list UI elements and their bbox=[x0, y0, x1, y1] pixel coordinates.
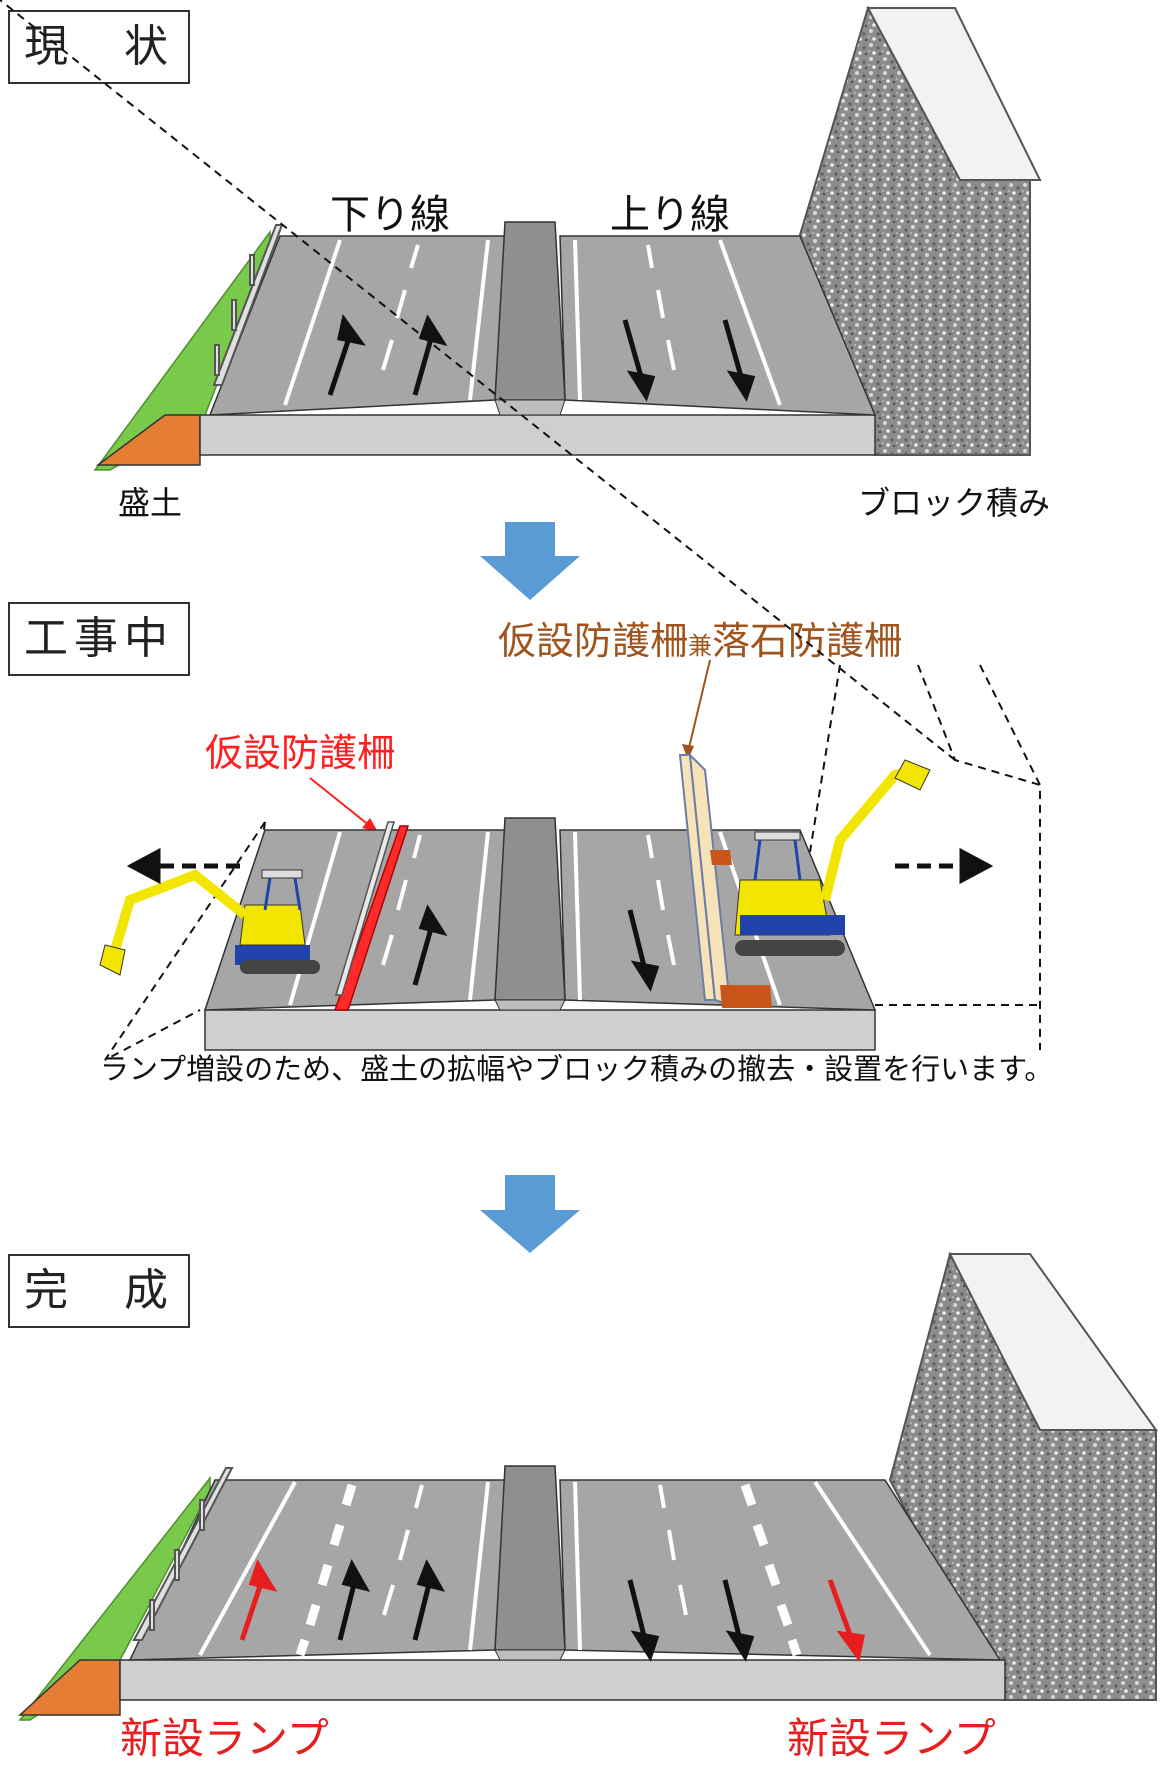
widening-arrows bbox=[126, 847, 994, 885]
new-ramp-label-right: 新設ランプ bbox=[787, 1714, 996, 1763]
road-base bbox=[204, 1009, 876, 1051]
callout-right-small: 兼 bbox=[688, 632, 713, 660]
stage-title-complete: 完 成 bbox=[8, 1254, 190, 1328]
embankment-label: 盛土 bbox=[118, 484, 183, 522]
stage-title-construction: 工事中 bbox=[8, 602, 190, 676]
rockfall-fence bbox=[678, 752, 772, 1008]
block-wall-top bbox=[866, 7, 1042, 181]
stage-title-current: 現 状 bbox=[8, 10, 190, 84]
road-base bbox=[119, 1659, 1006, 1701]
excavator-left bbox=[99, 869, 320, 976]
block-wall-label: ブロック積み bbox=[858, 484, 1051, 522]
traffic-arrows-complete bbox=[337, 1559, 755, 1662]
road-right-surface bbox=[559, 1479, 1002, 1661]
callout-temporary-fence: 仮設防護柵 bbox=[205, 731, 396, 775]
block-wall-top bbox=[948, 1253, 1158, 1431]
construction-caption: ランプ増設のため、盛土の拡幅やブロック積みの撤去・設置を行います。 bbox=[100, 1052, 1054, 1086]
embankment-soil bbox=[18, 1659, 121, 1716]
road-base bbox=[199, 414, 876, 456]
new-ramp-arrows bbox=[239, 1559, 865, 1663]
traffic-arrows-construction bbox=[412, 904, 660, 992]
right-lane-label: 上り線 bbox=[610, 192, 730, 238]
traffic-arrows-current bbox=[327, 314, 756, 402]
callout-right-main: 仮設防護柵 bbox=[498, 619, 689, 663]
median bbox=[494, 1465, 566, 1651]
new-ramp-label-left: 新設ランプ bbox=[120, 1714, 329, 1763]
road-left-surface bbox=[128, 1479, 506, 1661]
embankment-soil bbox=[95, 414, 201, 466]
temporary-fence-red bbox=[333, 821, 410, 1011]
left-lane-label: 下り線 bbox=[330, 192, 450, 238]
guard-rail bbox=[132, 1467, 234, 1641]
excavator-right bbox=[734, 759, 931, 956]
guard-rail bbox=[212, 224, 284, 386]
